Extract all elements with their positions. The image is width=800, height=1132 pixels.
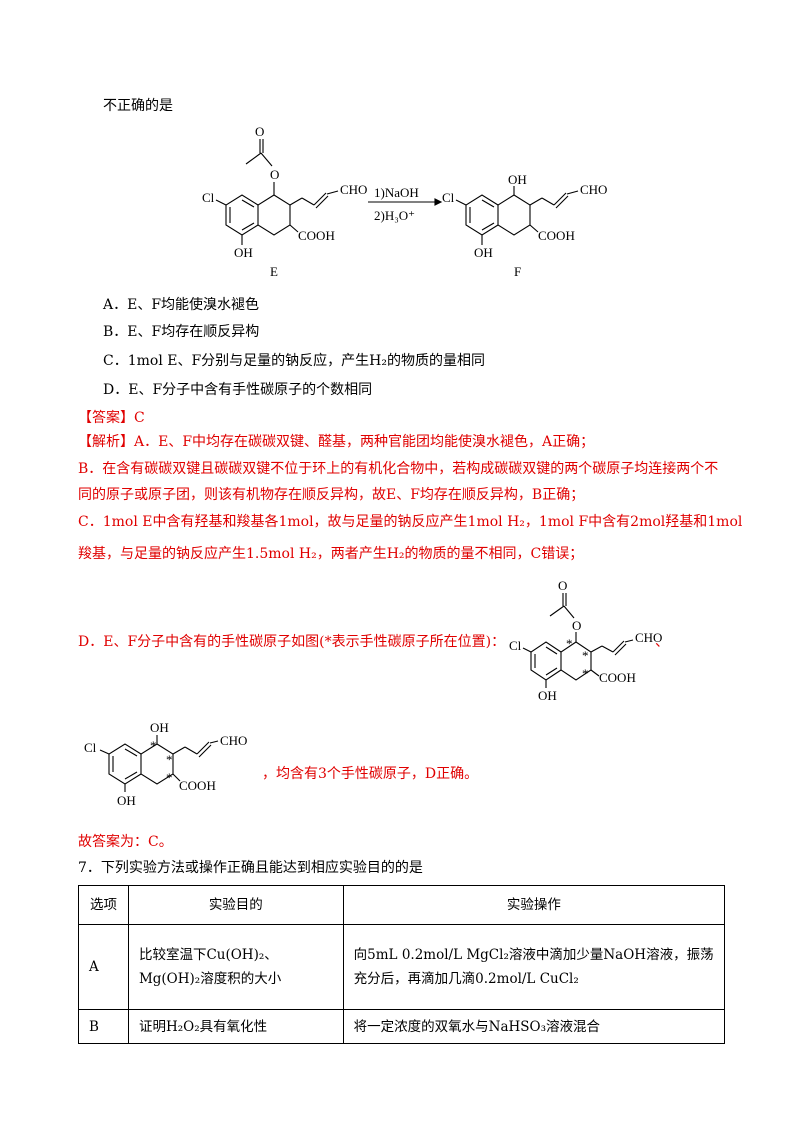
F-cho: CHO (580, 182, 607, 197)
analysis-d-2: ，均含有3个手性碳原子，D正确。 (262, 766, 479, 782)
row-b-operation: 将一定浓度的双氧水与NaHSO₃溶液混合 (342, 1009, 726, 1044)
F-oh: OH (474, 245, 493, 260)
table-row: B 证明H₂O₂具有氧化性 将一定浓度的双氧水与NaHSO₃溶液混合 (78, 1009, 726, 1044)
row-b-purpose: 证明H₂O₂具有氧化性 (127, 1009, 344, 1044)
row-a-operation: 向5mL 0.2mol/L MgCl₂溶液中滴加少量NaOH溶液，振荡 充分后，… (342, 924, 726, 1010)
F-oh-top: OH (508, 172, 527, 187)
row-a-option: A (78, 924, 129, 1010)
option-a: A．E、F均能使溴水褪色 (103, 297, 260, 313)
chiral-structure-F: OH Cl OH CHO COOH * * * (84, 720, 247, 808)
molecule-E: O O Cl OH CHO COOH E (202, 124, 367, 279)
experiment-table: 选项 实验目的 实验操作 A 比较室温下Cu(OH)₂、 Mg(OH)₂溶度积的… (78, 885, 726, 1044)
row-a-operation-line1: 向5mL 0.2mol/L MgCl₂溶液中滴加少量NaOH溶液，振荡 (353, 947, 714, 963)
chiral-E-cho: CHO (635, 630, 662, 645)
label-F: F (514, 264, 521, 279)
question-7: 7．下列实验方法或操作正确且能达到相应实验目的的是 (78, 860, 423, 876)
analysis-c-1: C．1mol E中含有羟基和羧基各1mol，故与足量的钠反应产生1mol H₂，… (78, 514, 743, 530)
reagent-2: 2)H₃O⁺ (374, 208, 415, 223)
chiral-E-ester-o: O (572, 618, 581, 633)
E-oh: OH (234, 245, 253, 260)
question-tail: 不正确的是 (103, 98, 173, 114)
analysis-conclusion: 故答案为：C。 (78, 834, 173, 850)
chiral-E-oh: OH (538, 688, 557, 703)
analysis-d-separator: 、 (655, 634, 669, 650)
row-a-purpose-line2: Mg(OH)₂溶度积的大小 (138, 971, 282, 987)
chiral-star-1: * (150, 738, 157, 753)
E-carbonyl-o: O (255, 124, 264, 139)
header-purpose: 实验目的 (127, 885, 344, 925)
E-cho: CHO (340, 182, 367, 197)
row-a-operation-line2: 充分后，再滴加几滴0.2mol/L CuCl₂ (353, 971, 579, 987)
chiral-structure-E: O O Cl OH CHO COOH * * * (509, 578, 662, 703)
E-cooh: COOH (298, 228, 335, 243)
header-option: 选项 (78, 885, 129, 925)
table-row: A 比较室温下Cu(OH)₂、 Mg(OH)₂溶度积的大小 向5mL 0.2mo… (78, 924, 726, 1010)
chiral-star-3: * (582, 666, 589, 681)
E-cl: Cl (202, 190, 215, 205)
answer-label: 【答案】C (78, 410, 145, 426)
F-cooh: COOH (538, 228, 575, 243)
chiral-star-2: * (582, 648, 589, 663)
row-a-purpose-line1: 比较室温下Cu(OH)₂、 (138, 947, 278, 963)
table-header-row: 选项 实验目的 实验操作 (78, 885, 726, 925)
header-operation: 实验操作 (342, 885, 726, 925)
analysis-b-1: B．在含有碳碳双键且碳碳双键不位于环上的有机化合物中，若构成碳碳双键的两个碳原子… (78, 461, 719, 477)
analysis-d-1: D．E、F分子中含有的手性碳原子如图(*表示手性碳原子所在位置)： (78, 634, 506, 650)
chiral-E-cooh: COOH (599, 670, 636, 685)
molecule-F: OH Cl OH CHO COOH F (442, 172, 607, 279)
analysis-c-2: 羧基，与足量的钠反应产生1.5mol H₂，两者产生H₂的物质的量不相同，C错误… (78, 546, 584, 562)
F-cl: Cl (442, 190, 455, 205)
chiral-F-cho: CHO (220, 733, 247, 748)
row-a-purpose: 比较室温下Cu(OH)₂、 Mg(OH)₂溶度积的大小 (127, 924, 344, 1010)
reaction-scheme: O O Cl OH CHO COOH E 1)NaOH 2)H₃O⁺ OH (202, 124, 607, 279)
chiral-star-2: * (166, 752, 173, 767)
reaction-arrow: 1)NaOH 2)H₃O⁺ (368, 185, 443, 223)
option-d: D．E、F分子中含有手性碳原子的个数相同 (103, 382, 373, 398)
chiral-E-cl: Cl (509, 638, 522, 653)
chiral-star-1: * (566, 636, 573, 651)
row-b-option: B (78, 1009, 129, 1044)
chiral-star-3: * (166, 770, 173, 785)
reagent-1: 1)NaOH (374, 185, 419, 200)
chiral-E-carbonyl-o: O (558, 578, 567, 593)
label-E: E (270, 264, 278, 279)
option-b: B．E、F均存在顺反异构 (103, 324, 260, 340)
chiral-F-cl: Cl (84, 740, 97, 755)
analysis-a: 【解析】A．E、F中均存在碳碳双键、醛基，两种官能团均能使溴水褪色，A正确； (78, 434, 595, 450)
chiral-F-cooh: COOH (179, 778, 216, 793)
option-c: C．1mol E、F分别与足量的钠反应，产生H₂的物质的量相同 (103, 353, 486, 369)
analysis-b-2: 同的原子或原子团，则该有机物存在顺反异构，故E、F均存在顺反异构，B正确； (78, 487, 585, 503)
chiral-F-oh: OH (117, 793, 136, 808)
E-ester-o: O (270, 167, 279, 182)
chiral-F-oh-top: OH (150, 720, 169, 735)
